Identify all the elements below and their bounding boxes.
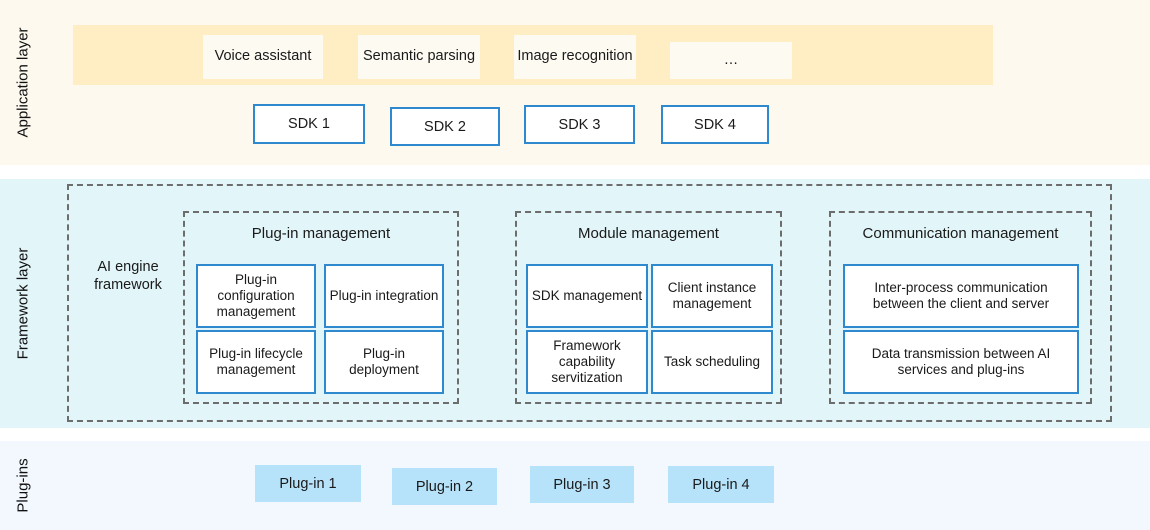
cell-plug-in-deployment[interactable]: Plug-in deployment <box>324 330 444 394</box>
plugin-box-2[interactable]: Plug-in 2 <box>392 468 497 505</box>
group-title-module-management: Module management <box>578 225 719 242</box>
sdk-box-4[interactable]: SDK 4 <box>661 105 769 144</box>
cell-client-instance-management[interactable]: Client instance management <box>651 264 773 328</box>
layer-label-application: Application layer <box>0 0 46 165</box>
group-module-management: Module management <box>515 211 782 404</box>
cell-sdk-management[interactable]: SDK management <box>526 264 648 328</box>
layer-label-application-text: Application layer <box>14 27 32 138</box>
cell-framework-capability-servitization[interactable]: Framework capability servitization <box>526 330 648 394</box>
group-title-communication-management: Communication management <box>862 225 1059 242</box>
cell-plug-in-integration[interactable]: Plug-in integration <box>324 264 444 328</box>
application-box-voice-assistant[interactable]: Voice assistant <box>203 35 323 79</box>
plugin-box-1[interactable]: Plug-in 1 <box>255 465 361 502</box>
application-box-semantic-parsing[interactable]: Semantic parsing <box>358 35 480 79</box>
group-communication-management: Communication management <box>829 211 1092 404</box>
plugin-box-3[interactable]: Plug-in 3 <box>530 466 634 503</box>
ai-engine-framework-container <box>67 184 1112 422</box>
cell-data-transmission[interactable]: Data transmission between AI services an… <box>843 330 1079 394</box>
layer-label-plugins-text: Plug-ins <box>14 458 32 513</box>
layer-label-plugins: Plug-ins <box>0 441 46 530</box>
plugin-box-4[interactable]: Plug-in 4 <box>668 466 774 503</box>
cell-plug-in-lifecycle-management[interactable]: Plug-in lifecycle management <box>196 330 316 394</box>
layer-label-framework-text: Framework layer <box>14 247 32 360</box>
cell-plug-in-configuration-management[interactable]: Plug-in configuration management <box>196 264 316 328</box>
sdk-box-3[interactable]: SDK 3 <box>524 105 635 144</box>
sdk-box-2[interactable]: SDK 2 <box>390 107 500 146</box>
application-box-image-recognition[interactable]: Image recognition <box>514 35 636 79</box>
cell-inter-process-communication[interactable]: Inter-process communication between the … <box>843 264 1079 328</box>
layer-label-framework: Framework layer <box>0 179 46 428</box>
group-title-plug-in-management: Plug-in management <box>251 225 391 242</box>
group-plug-in-management: Plug-in management <box>183 211 459 404</box>
sdk-box-1[interactable]: SDK 1 <box>253 104 365 144</box>
cell-task-scheduling[interactable]: Task scheduling <box>651 330 773 394</box>
ai-engine-framework-label: AI engine framework <box>94 259 162 294</box>
application-box-more[interactable]: … <box>670 42 792 79</box>
